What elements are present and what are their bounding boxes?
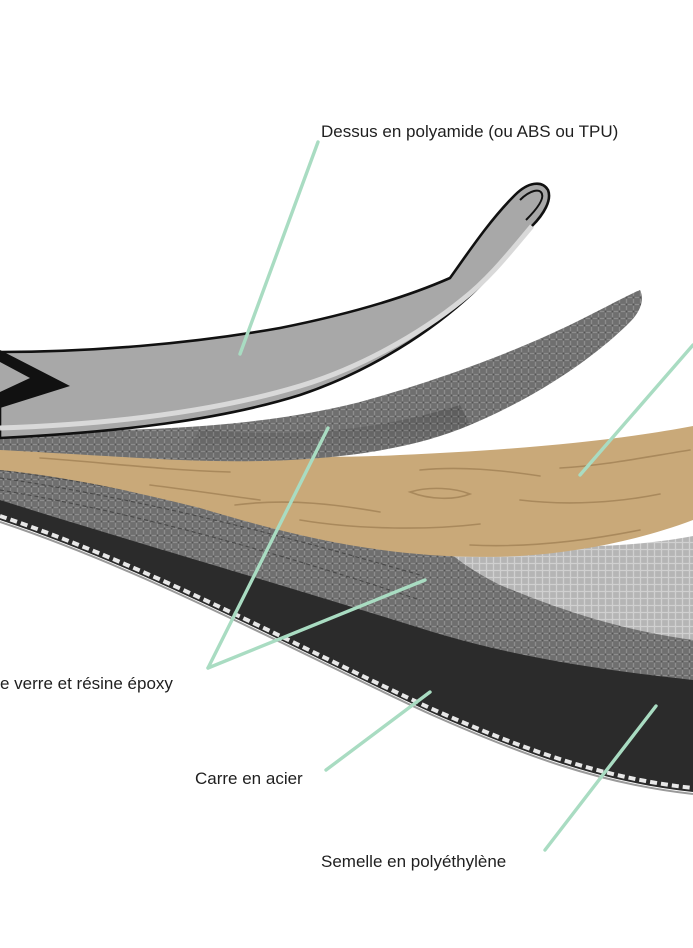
top-sheet-logo [0,350,70,408]
leader-fiberglass-upper [206,426,330,670]
lower-fiberglass-layer [0,462,693,680]
top-sheet-tip-inner [519,189,544,221]
leader-top-sheet [238,140,320,356]
leader-wood-core [578,343,693,477]
wood-grain [39,449,691,547]
upper-fiberglass-shape [0,290,642,462]
label-fiberglass: e verre et résine époxy [0,674,173,693]
top-sheet-shape [0,182,551,440]
lower-fiberglass-shape [0,462,693,680]
lower-fiberglass-light [430,535,693,640]
top-sheet-edge [0,224,534,431]
steel-edge [0,514,693,790]
leader-base [543,704,658,852]
top-sheet-layer [0,182,551,440]
leader-fiberglass-lower [206,578,427,670]
labels: Dessus en polyamide (ou ABS ou TPU) e ve… [0,122,618,871]
label-steel-edge: Carre en acier [195,769,303,788]
label-base: Semelle en polyéthylène [321,852,506,871]
base-shape [0,486,693,792]
label-top-sheet: Dessus en polyamide (ou ABS ou TPU) [321,122,618,141]
leader-lines [206,140,693,852]
base-layer [0,486,693,795]
leader-steel-edge [324,690,432,772]
base-outline [0,521,693,795]
